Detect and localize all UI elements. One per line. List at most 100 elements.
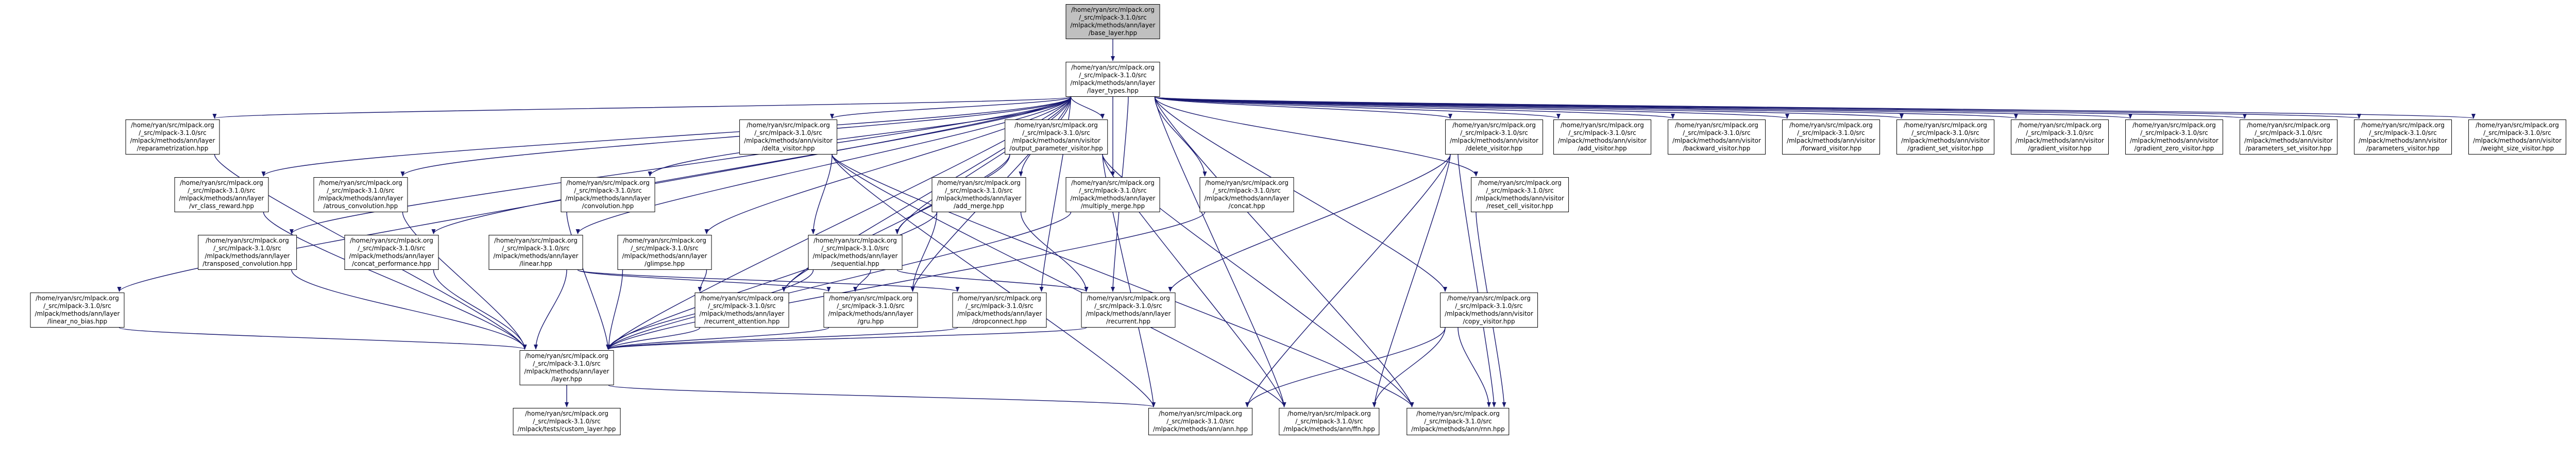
node-label-line: /linear_no_bias.hpp bbox=[47, 318, 108, 325]
node-label-line: /concat.hpp bbox=[1228, 202, 1265, 210]
graph-node-backward_visitor[interactable]: /home/ryan/src/mlpack.org/_src/mlpack-3.… bbox=[1668, 119, 1766, 155]
graph-node-add_merge[interactable]: /home/ryan/src/mlpack.org/_src/mlpack-3.… bbox=[931, 177, 1026, 212]
node-label-line: /mlpack/methods/ann/layer bbox=[35, 310, 120, 317]
graph-node-concat_performance[interactable]: /home/ryan/src/mlpack.org/_src/mlpack-3.… bbox=[344, 235, 439, 270]
node-label-line: /_src/mlpack-3.1.0/src bbox=[1079, 187, 1147, 194]
edge-layer_types-add_visitor bbox=[1154, 96, 1561, 119]
edge-layer_types-vr_class_reward bbox=[261, 96, 1072, 177]
node-label-line: /atrous_convolution.hpp bbox=[323, 202, 398, 210]
node-label-line: /mlpack/methods/ann/layer bbox=[205, 252, 290, 260]
node-label-line: /home/ryan/src/mlpack.org bbox=[700, 295, 784, 302]
edge-layer_types-layer bbox=[606, 96, 1072, 350]
edge-layer_types-output_parameter_visitor bbox=[1070, 96, 1105, 119]
graph-node-gradient_set_visitor[interactable]: /home/ryan/src/mlpack.org/_src/mlpack-3.… bbox=[1896, 119, 1994, 155]
graph-node-atrous_convolution[interactable]: /home/ryan/src/mlpack.org/_src/mlpack-3.… bbox=[313, 177, 408, 212]
node-label-line: /dropconnect.hpp bbox=[972, 318, 1027, 325]
graph-node-linear_no_bias[interactable]: /home/ryan/src/mlpack.org/_src/mlpack-3.… bbox=[30, 293, 125, 328]
node-label-line: /_src/mlpack-3.1.0/src bbox=[1213, 187, 1281, 194]
node-label-line: /mlpack/methods/ann/visitor bbox=[2359, 137, 2447, 144]
node-label-line: /mlpack/methods/ann/visitor bbox=[1476, 195, 1564, 202]
graph-node-gradient_visitor[interactable]: /home/ryan/src/mlpack.org/_src/mlpack-3.… bbox=[2011, 119, 2109, 155]
graph-node-glimpse[interactable]: /home/ryan/src/mlpack.org/_src/mlpack-3.… bbox=[617, 235, 712, 270]
graph-node-rnn[interactable]: /home/ryan/src/mlpack.org/_src/mlpack-3.… bbox=[1406, 408, 1510, 435]
node-label-line: /home/ryan/src/mlpack.org bbox=[319, 179, 402, 186]
graph-node-custom_layer[interactable]: /home/ryan/src/mlpack.org/_src/mlpack-3.… bbox=[513, 408, 621, 435]
edge-linear-layer bbox=[534, 269, 567, 350]
node-label-line: /home/ryan/src/mlpack.org bbox=[1561, 122, 1644, 129]
node-label-line: /add_merge.hpp bbox=[953, 202, 1005, 210]
graph-node-copy_visitor[interactable]: /home/ryan/src/mlpack.org/_src/mlpack-3.… bbox=[1440, 293, 1538, 328]
node-label-line: /_src/mlpack-3.1.0/src bbox=[43, 302, 111, 310]
edge-multiply_merge-layer bbox=[606, 212, 1072, 350]
graph-node-ffn[interactable]: /home/ryan/src/mlpack.org/_src/mlpack-3.… bbox=[1279, 408, 1380, 435]
graph-node-add_visitor[interactable]: /home/ryan/src/mlpack.org/_src/mlpack-3.… bbox=[1553, 119, 1651, 155]
graph-node-weight_size_visitor[interactable]: /home/ryan/src/mlpack.org/_src/mlpack-3.… bbox=[2468, 119, 2566, 155]
graph-node-gradient_zero_visitor[interactable]: /home/ryan/src/mlpack.org/_src/mlpack-3.… bbox=[2125, 119, 2223, 155]
node-label-line: /_src/mlpack-3.1.0/src bbox=[1568, 129, 1636, 136]
node-label-line: /home/ryan/src/mlpack.org bbox=[937, 179, 1021, 186]
node-label-line: /_src/mlpack-3.1.0/src bbox=[2255, 129, 2323, 136]
graph-node-layer[interactable]: /home/ryan/src/mlpack.org/_src/mlpack-3.… bbox=[519, 350, 614, 385]
graph-node-concat[interactable]: /home/ryan/src/mlpack.org/_src/mlpack-3.… bbox=[1199, 177, 1294, 212]
node-label-line: /mlpack/methods/ann/visitor bbox=[1445, 310, 1533, 317]
graph-node-delta_visitor[interactable]: /home/ryan/src/mlpack.org/_src/mlpack-3.… bbox=[739, 119, 837, 155]
edge-sequential-recurrent bbox=[896, 269, 1089, 292]
node-label-line: /mlpack/methods/ann/layer bbox=[812, 252, 898, 260]
graph-node-recurrent[interactable]: /home/ryan/src/mlpack.org/_src/mlpack-3.… bbox=[1081, 293, 1176, 328]
node-label-line: /sequential.hpp bbox=[831, 260, 879, 267]
graph-node-parameters_set_visitor[interactable]: /home/ryan/src/mlpack.org/_src/mlpack-3.… bbox=[2240, 119, 2337, 155]
node-label-line: /gru.hpp bbox=[857, 318, 884, 325]
node-label-line: /mlpack/methods/ann/layer bbox=[1070, 22, 1156, 29]
node-label-line: /home/ryan/src/mlpack.org bbox=[1416, 410, 1500, 417]
node-label-line: /home/ryan/src/mlpack.org bbox=[2476, 122, 2559, 129]
graph-node-reset_cell_visitor[interactable]: /home/ryan/src/mlpack.org/_src/mlpack-3.… bbox=[1471, 177, 1569, 212]
node-label-line: /home/ryan/src/mlpack.org bbox=[566, 179, 650, 186]
node-label-line: /delete_visitor.hpp bbox=[1465, 145, 1523, 152]
node-label-line: /_src/mlpack-3.1.0/src bbox=[754, 129, 822, 136]
edge-concat-layer bbox=[606, 212, 1206, 350]
node-label-line: /_src/mlpack-3.1.0/src bbox=[574, 187, 642, 194]
node-label-line: /_src/mlpack-3.1.0/src bbox=[213, 245, 281, 252]
node-label-line: /home/ryan/src/mlpack.org bbox=[2361, 122, 2445, 129]
node-label-line: /layer.hpp bbox=[551, 375, 582, 383]
node-label-line: /home/ryan/src/mlpack.org bbox=[1159, 410, 1242, 417]
graph-node-gru[interactable]: /home/ryan/src/mlpack.org/_src/mlpack-3.… bbox=[823, 293, 918, 328]
node-label-line: /reparametrization.hpp bbox=[137, 145, 209, 152]
graph-node-base_layer[interactable]: /home/ryan/src/mlpack.org/_src/mlpack-3.… bbox=[1065, 4, 1160, 39]
node-label-line: /mlpack/methods/ann/visitor bbox=[2130, 137, 2218, 144]
node-label-line: /mlpack/methods/ann/layer bbox=[349, 252, 434, 260]
node-label-line: /_src/mlpack-3.1.0/src bbox=[1094, 302, 1162, 310]
graph-node-parameters_visitor[interactable]: /home/ryan/src/mlpack.org/_src/mlpack-3.… bbox=[2354, 119, 2452, 155]
graph-node-output_parameter_visitor[interactable]: /home/ryan/src/mlpack.org/_src/mlpack-3.… bbox=[1005, 119, 1108, 155]
edge-layer_types-convolution bbox=[648, 96, 1072, 177]
graph-node-multiply_merge[interactable]: /home/ryan/src/mlpack.org/_src/mlpack-3.… bbox=[1065, 177, 1160, 212]
graph-node-reparametrization[interactable]: /home/ryan/src/mlpack.org/_src/mlpack-3.… bbox=[125, 119, 220, 155]
edge-layer_types-atrous_convolution bbox=[400, 96, 1072, 177]
graph-node-ann[interactable]: /home/ryan/src/mlpack.org/_src/mlpack-3.… bbox=[1148, 408, 1253, 435]
node-label-line: /home/ryan/src/mlpack.org bbox=[180, 179, 263, 186]
graph-node-sequential[interactable]: /home/ryan/src/mlpack.org/_src/mlpack-3.… bbox=[808, 235, 903, 270]
node-label-line: /mlpack/methods/ann/ffn.hpp bbox=[1283, 425, 1375, 433]
graph-node-forward_visitor[interactable]: /home/ryan/src/mlpack.org/_src/mlpack-3.… bbox=[1782, 119, 1880, 155]
node-label-line: /_src/mlpack-3.1.0/src bbox=[1683, 129, 1751, 136]
node-label-line: /home/ryan/src/mlpack.org bbox=[623, 237, 706, 244]
node-label-line: /mlpack/methods/ann/visitor bbox=[1012, 137, 1100, 144]
node-label-line: /mlpack/methods/ann/layer bbox=[130, 137, 215, 144]
node-label-line: /_src/mlpack-3.1.0/src bbox=[708, 302, 776, 310]
node-label-line: /home/ryan/src/mlpack.org bbox=[1447, 295, 1531, 302]
graph-node-convolution[interactable]: /home/ryan/src/mlpack.org/_src/mlpack-3.… bbox=[561, 177, 655, 212]
graph-node-vr_class_reward[interactable]: /home/ryan/src/mlpack.org/_src/mlpack-3.… bbox=[174, 177, 269, 212]
graph-node-dropconnect[interactable]: /home/ryan/src/mlpack.org/_src/mlpack-3.… bbox=[952, 293, 1047, 328]
graph-node-linear[interactable]: /home/ryan/src/mlpack.org/_src/mlpack-3.… bbox=[488, 235, 583, 270]
node-label-line: /_src/mlpack-3.1.0/src bbox=[2369, 129, 2437, 136]
graph-node-recurrent_attention[interactable]: /home/ryan/src/mlpack.org/_src/mlpack-3.… bbox=[694, 293, 789, 328]
node-label-line: /home/ryan/src/mlpack.org bbox=[1071, 179, 1155, 186]
node-label-line: /_src/mlpack-3.1.0/src bbox=[533, 360, 601, 367]
edge-recurrent-layer bbox=[607, 327, 1087, 350]
edge-layer_types-sequential bbox=[895, 96, 1072, 234]
graph-node-transposed_convolution[interactable]: /home/ryan/src/mlpack.org/_src/mlpack-3.… bbox=[198, 235, 297, 270]
edge-copy_visitor-ffn bbox=[1372, 327, 1446, 407]
graph-node-layer_types[interactable]: /home/ryan/src/mlpack.org/_src/mlpack-3.… bbox=[1065, 62, 1160, 97]
graph-node-delete_visitor[interactable]: /home/ryan/src/mlpack.org/_src/mlpack-3.… bbox=[1445, 119, 1543, 155]
